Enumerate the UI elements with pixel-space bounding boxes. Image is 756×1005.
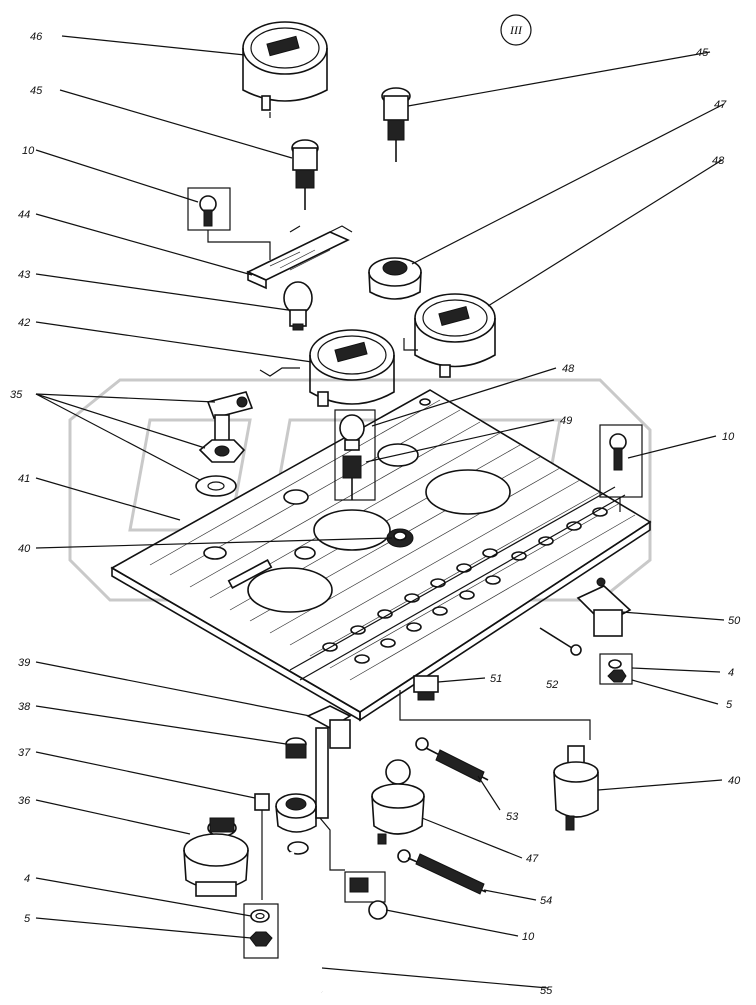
callout-43: 43: [18, 269, 31, 281]
callout-47-bottom: 47: [526, 853, 539, 865]
callout-40-switch: 40: [728, 775, 741, 787]
socket-37: [254, 793, 317, 900]
switch-50: [576, 577, 633, 685]
indicator-lamp-45-right: [381, 87, 411, 162]
section-marker-label: III: [509, 23, 523, 37]
bracket-44: [246, 225, 353, 290]
callout-5-left: 5: [24, 913, 31, 925]
indicator-lamp-45-left: [291, 139, 319, 210]
callout-48-center: 48: [562, 363, 575, 375]
gauge-46-top: [242, 21, 328, 118]
callout-35: 35: [10, 389, 23, 401]
callout-41: 41: [18, 473, 30, 485]
switch-47-bottom: [371, 759, 425, 845]
callout-4-left: 4: [24, 873, 30, 885]
callout-labels: 46 45 45 47 10 48 44 43 42 48 35 49 10 4…: [10, 31, 741, 997]
callout-5-right: 5: [726, 699, 733, 711]
screw-10-bottom: [319, 817, 388, 920]
sensor-36: [183, 817, 249, 897]
screw-10-right: [599, 424, 643, 512]
washer-nut-4-5-left: [243, 903, 279, 959]
callout-38: 38: [18, 701, 31, 713]
callout-36: 36: [18, 795, 31, 807]
callout-42: 42: [18, 317, 30, 329]
screw-10-top: [187, 187, 271, 260]
bracket-39: [306, 705, 352, 819]
resistor-53: [415, 737, 489, 783]
push-switch-40: [553, 745, 599, 831]
callout-10-right: 10: [722, 431, 735, 443]
callout-48-right: 48: [712, 155, 725, 167]
callout-52: 52: [546, 679, 558, 691]
wire-lead-52: [539, 627, 582, 656]
lamp-38: [285, 737, 307, 759]
bulb-socket-48-49: [334, 409, 376, 501]
instrument-panel-plate: [110, 389, 652, 722]
callout-37: 37: [18, 747, 31, 759]
callout-51: 51: [490, 673, 502, 685]
callout-44: 44: [18, 209, 30, 221]
callout-46-top: 46: [30, 31, 43, 43]
callout-53: 53: [506, 811, 519, 823]
knob-cap-47-top: [368, 257, 422, 300]
callout-45-left: 45: [30, 85, 43, 97]
gauge-48-right: [414, 293, 496, 378]
grommet-40: [386, 528, 414, 548]
callout-10-top: 10: [22, 145, 35, 157]
callout-54: 54: [540, 895, 552, 907]
callout-45-right: 45: [696, 47, 709, 59]
callout-40-panel: 40: [18, 543, 31, 555]
callout-55: 55: [540, 985, 553, 997]
ignition-switch-35: [195, 391, 254, 497]
leader-lines: [35, 35, 725, 989]
gauge-42-center: [259, 329, 418, 407]
terminal-51: [399, 675, 591, 740]
hose-55: [287, 841, 324, 993]
callout-49: 49: [560, 415, 572, 427]
bulb-43: [283, 281, 313, 331]
resistor-54: [397, 849, 487, 895]
callout-4-right: 4: [728, 667, 734, 679]
callout-39: 39: [18, 657, 30, 669]
callout-10-bottom: 10: [522, 931, 535, 943]
callout-50: 50: [728, 615, 741, 627]
callout-47-top: 47: [714, 99, 727, 111]
section-marker: III: [500, 14, 532, 46]
